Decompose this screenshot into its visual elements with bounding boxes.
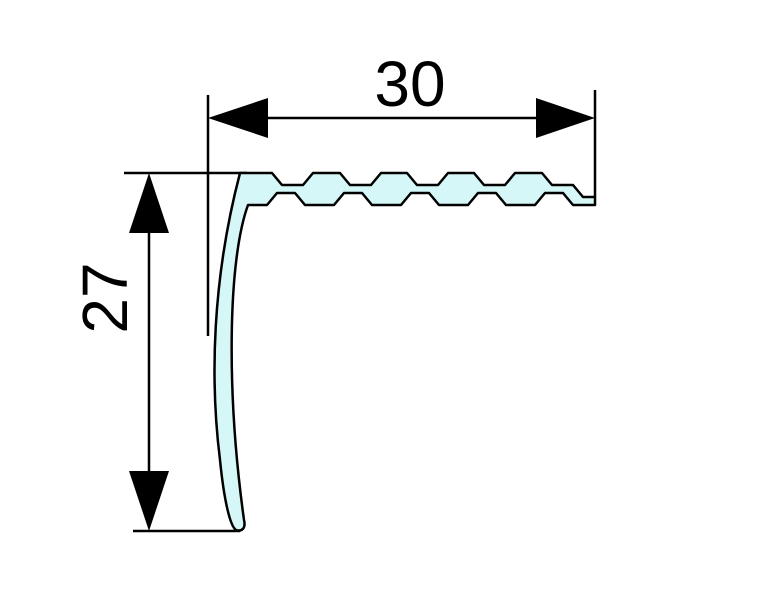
width-arrow-left bbox=[208, 98, 268, 138]
width-dimension-label: 30 bbox=[374, 48, 445, 120]
height-arrow-top bbox=[129, 173, 169, 233]
stair-nosing-profile bbox=[213, 171, 597, 532]
height-arrow-bottom bbox=[129, 471, 169, 531]
dimension-lines bbox=[124, 90, 597, 533]
height-dimension-label: 27 bbox=[69, 262, 141, 333]
width-arrow-right bbox=[536, 98, 595, 138]
